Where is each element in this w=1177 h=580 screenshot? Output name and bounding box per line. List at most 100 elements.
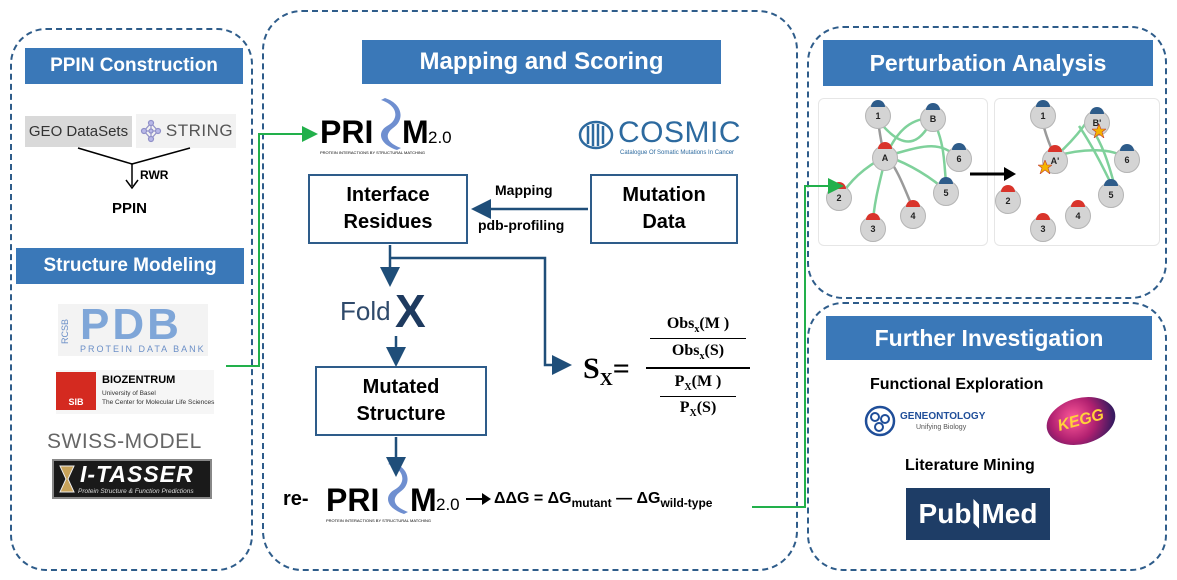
perturbation-panel — [807, 26, 1167, 299]
network-node: 4 — [1065, 200, 1091, 229]
network-node: 5 — [1098, 179, 1124, 208]
score-equals: = — [612, 352, 630, 385]
score-symbol: SX= — [583, 352, 630, 390]
prism-logo-bottom: PRI M 2.0 PROTEIN INTERACTIONS BY STRUCT… — [326, 462, 476, 526]
i-tasser-label: I-TASSER — [80, 461, 194, 487]
ddg-minus: — ΔG — [611, 490, 661, 507]
center-panel — [262, 10, 798, 571]
fraction-line-main — [646, 367, 750, 369]
ppin-construction-header: PPIN Construction — [25, 48, 243, 84]
ddg-mutant-sub: mutant — [571, 496, 612, 511]
network-node: 3 — [1030, 213, 1056, 242]
string-network-icon — [140, 119, 161, 143]
sib-label: SIB — [68, 397, 84, 407]
score-x-sub: X — [599, 369, 613, 389]
biozentrum-university-label: University of Basel — [102, 390, 156, 397]
mutation-line1: Mutation — [622, 184, 706, 206]
perturbation-arrow — [970, 167, 1016, 181]
protein-data-bank-label: PROTEIN DATA BANK — [80, 344, 206, 354]
mapping-label: Mapping — [495, 182, 553, 198]
rwr-merge-lines — [77, 147, 191, 190]
mutated-line1: Mutated — [362, 376, 440, 398]
pubmed-pub-label: Pub — [918, 498, 972, 529]
biozentrum-center-label: The Center for Molecular Life Sciences — [102, 399, 215, 406]
foldx-fold-label: Fold — [340, 296, 391, 326]
network-node: A — [872, 142, 898, 171]
re-label: re- — [283, 488, 309, 510]
i-tasser-subtitle: Protein Structure & Function Predictions — [78, 488, 194, 495]
prism-subtitle: PROTEIN INTERACTIONS BY STRUCTURAL MATCH… — [320, 150, 426, 155]
gene-ontology-logo: GENEONTOLOGY Unifying Biology — [864, 405, 1004, 441]
string-logo: STRING — [136, 114, 236, 148]
i-tasser-logo: I-TASSER Protein Structure & Function Pr… — [52, 459, 212, 499]
mutation-data-box: Mutation Data — [590, 174, 738, 244]
rcsb-pdb-logo: RCSB PDB PROTEIN DATA BANK — [58, 300, 208, 356]
gene-ontology-label: GENEONTOLOGY — [900, 411, 986, 422]
score-s: S — [583, 352, 600, 385]
geo-datasets-label: GEO DataSets — [28, 123, 129, 140]
geo-datasets-logo: GEO DataSets — [25, 116, 132, 147]
unifying-biology-label: Unifying Biology — [916, 424, 967, 431]
network-node: B — [920, 103, 946, 132]
ddg-arrow — [466, 493, 491, 505]
cosmic-emblem-icon — [578, 120, 614, 150]
foldx-logo: Fold X — [340, 285, 450, 337]
prism-m-label: M — [402, 114, 429, 150]
hourglass-icon — [59, 465, 75, 493]
gene-ontology-icon — [864, 405, 896, 437]
p-m-term: PX(M ) — [674, 373, 722, 394]
prism-ribbon-icon — [381, 98, 401, 150]
mutation-line2: Data — [642, 211, 686, 233]
network-node: 1 — [1030, 100, 1056, 129]
p-s-term: PX(S) — [679, 399, 717, 420]
functional-exploration-label: Functional Exploration — [870, 376, 1044, 393]
foldx-x-label: X — [395, 285, 426, 337]
score-fraction: Obsx(M ) Obsx(S) PX(M ) PX(S) — [646, 316, 750, 422]
pubmed-med-label: Med — [981, 498, 1038, 529]
further-investigation-header: Further Investigation — [826, 316, 1152, 360]
interface-line2: Residues — [343, 211, 433, 233]
perturbation-analysis-header: Perturbation Analysis — [823, 40, 1153, 86]
network-node: 5 — [933, 177, 959, 206]
prism-logo-top: PRI M 2.0 PROTEIN INTERACTIONS BY STRUCT… — [320, 98, 470, 158]
network-node: 1 — [865, 100, 891, 129]
prism-version-label: 2.0 — [428, 128, 452, 147]
swiss-model-logo: SWISS-MODEL — [47, 430, 202, 453]
interface-residues-box: Interface Residues — [308, 174, 468, 244]
cosmic-subtitle: Catalogue Of Somatic Mutations In Cancer — [620, 150, 735, 156]
network-node: 2 — [995, 185, 1021, 214]
ddg-wildtype-sub: wild-type — [660, 496, 713, 511]
ddg-lhs: ΔΔG = ΔG — [494, 490, 572, 507]
center-flow-arrows — [380, 199, 588, 477]
network-node: 6 — [946, 143, 972, 172]
literature-mining-label: Literature Mining — [905, 457, 1035, 474]
sib-badge: SIB — [56, 372, 96, 410]
prism-pri-label: PRI — [326, 482, 380, 518]
mutated-structure-box: Mutated Structure — [315, 366, 487, 436]
pubmed-book-icon — [973, 499, 980, 529]
network-node: 6 — [1114, 144, 1140, 173]
pdb-label: PDB — [80, 300, 182, 349]
obs-m-term: Obsx(M ) — [666, 315, 730, 336]
prism-version-label: 2.0 — [436, 495, 460, 514]
biozentrum-label: BIOZENTRUM — [102, 374, 176, 386]
ddg-equation: ΔΔG = ΔGmutant — ΔGwild-type — [494, 490, 712, 510]
fraction-line-inner-top — [650, 338, 746, 339]
mutation-star-icon — [1092, 124, 1106, 138]
biozentrum-logo: SIB BIOZENTRUM University of Basel The C… — [56, 370, 214, 414]
ppin-label: PPIN — [112, 200, 148, 217]
pdb-profiling-label: pdb-profiling — [478, 217, 565, 233]
mutated-line2: Structure — [356, 403, 446, 425]
interface-line1: Interface — [346, 184, 430, 206]
fraction-line-inner-bottom — [660, 396, 736, 397]
string-label: STRING — [165, 121, 234, 140]
mutation-star-icon — [1038, 160, 1052, 174]
left-panel — [10, 28, 253, 571]
cosmic-logo: COSMIC Catalogue Of Somatic Mutations In… — [578, 116, 754, 160]
prism-pri-label: PRI — [320, 114, 374, 150]
mapping-scoring-header: Mapping and Scoring — [362, 40, 721, 84]
cosmic-label: COSMIC — [618, 116, 741, 149]
network-node: 3 — [860, 213, 886, 242]
network-node: 4 — [900, 200, 926, 229]
